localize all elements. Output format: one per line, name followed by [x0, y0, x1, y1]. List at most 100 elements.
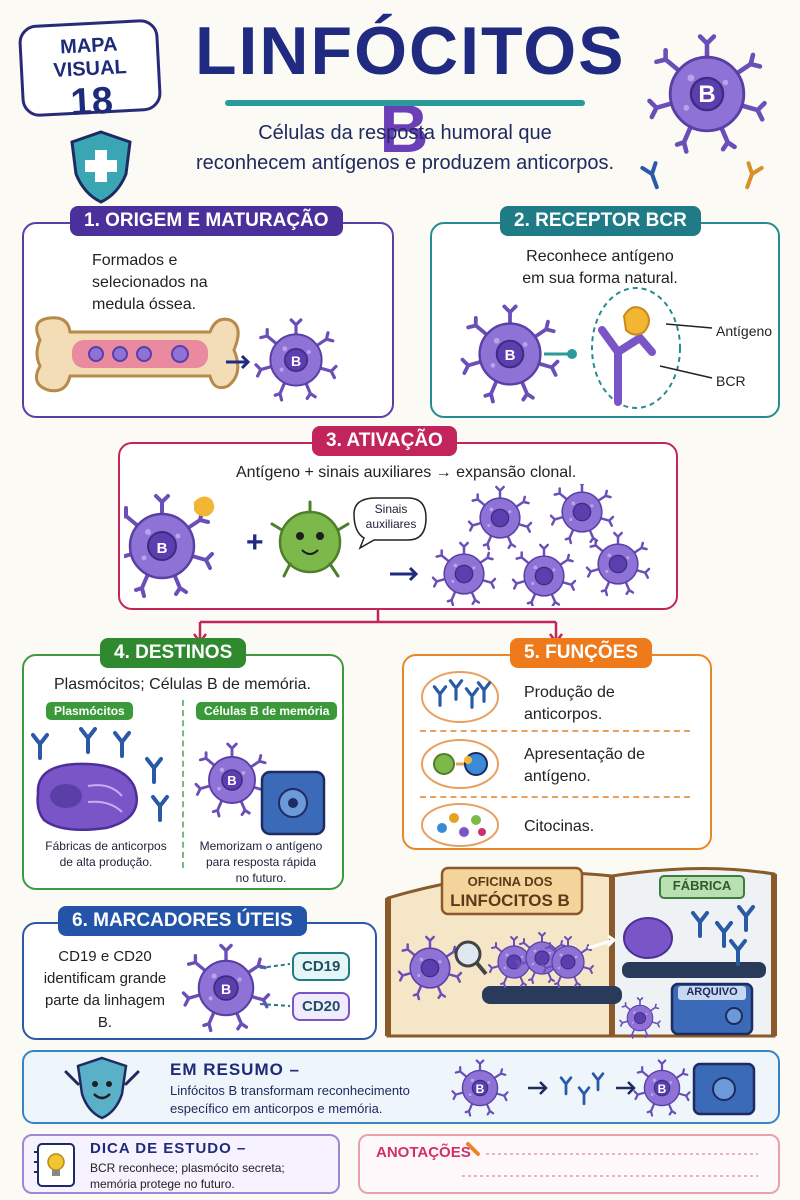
study-tip-box: [22, 1134, 340, 1194]
plus-icon: +: [246, 526, 264, 559]
cell-letter: B: [658, 1082, 667, 1096]
badge-label: MAPA VISUAL: [52, 33, 128, 82]
text-line: identificam grande: [43, 970, 167, 987]
text-line: OFICINA DOS: [467, 874, 553, 889]
text-line: em sua forma natural.: [522, 270, 678, 287]
text-line: CD19 e CD20: [58, 948, 152, 965]
factory-illustration: [385, 866, 777, 1039]
cell-letter: B: [227, 773, 236, 788]
notes-lines: [462, 1142, 758, 1177]
section-origem-title: 1. ORIGEM E MATURAÇÃO: [70, 206, 343, 236]
section-destinos-title: 4. DESTINOS: [100, 638, 247, 668]
summary-title: EM RESUMO –: [170, 1060, 301, 1079]
cell-letter: B: [476, 1082, 485, 1096]
map-number-badge: MAPA VISUAL 18: [17, 18, 163, 124]
summary-text: Linfócitos B transformam reconhecimento …: [170, 1083, 410, 1116]
memoria-label: Células B de memória: [196, 702, 338, 720]
antigen-label: Antígeno: [716, 323, 773, 339]
memoria-caption: Memorizam o antígeno para resposta rápid…: [186, 838, 336, 886]
arrow-right-icon: [616, 1081, 636, 1095]
header-b-cell-illustration: B: [640, 14, 782, 192]
text-line: parte da linhagem B.: [44, 992, 166, 1031]
text-line: Apresentação de: [524, 746, 645, 763]
destinos-illustration: B: [31, 727, 326, 836]
bubble-text: Sinais auxiliares: [358, 502, 424, 532]
title-underline: [225, 100, 585, 106]
arrow-right-icon: [226, 354, 251, 370]
text-line: Citocinas.: [524, 818, 595, 835]
factory-sign: OFICINA DOS LINFÓCITOS B: [448, 872, 572, 910]
text-line: Formados e: [92, 252, 178, 269]
cell-letter: B: [291, 353, 301, 369]
text-line: medula óssea.: [92, 296, 197, 313]
section-receptor-title: 2. RECEPTOR BCR: [500, 206, 701, 236]
cd20-tag: CD20: [292, 992, 351, 1021]
notebook-lightbulb-icon: [34, 1143, 75, 1187]
text-line: Fábricas de anticorpos: [45, 839, 167, 853]
section-origem: [22, 222, 394, 418]
section-destinos-text: Plasmócitos; Células B de memória.: [54, 676, 311, 693]
study-tip-title: DICA DE ESTUDO –: [90, 1140, 247, 1157]
cell-letter: B: [698, 81, 715, 108]
text-line: para resposta rápida: [205, 855, 317, 869]
section-marcadores-title: 6. MARCADORES ÚTEIS: [58, 906, 307, 936]
marker-cell-illustration: B: [181, 943, 291, 1033]
arrow-right-icon: [390, 566, 419, 582]
plasmocitos-caption: Fábricas de anticorpos de alta produção.: [36, 838, 176, 870]
shield-plus-icon: [70, 130, 132, 204]
text-line: Sinais: [374, 502, 408, 516]
text-line: anticorpos.: [524, 706, 603, 723]
summary-flow-illustration: B B: [451, 1059, 756, 1117]
pencil-icon: [466, 1142, 480, 1156]
section-receptor-text: Reconhece antígeno em sua forma natural.: [500, 246, 700, 290]
text-line: antígeno.: [524, 768, 591, 785]
arquivo-sign: ARQUIVO: [686, 986, 738, 998]
bone-marrow-illustration: B: [34, 316, 338, 402]
text-line: auxiliares: [365, 517, 417, 531]
notes-title: ANOTAÇÕES: [376, 1144, 471, 1161]
study-tip-text: BCR reconhece; plasmócito secreta; memór…: [90, 1161, 285, 1191]
clonal-expansion-illustration: B +: [124, 484, 651, 606]
cytokines-icon: [421, 803, 499, 847]
text-line: Memorizam o antígeno: [199, 839, 323, 853]
divider: [420, 796, 690, 798]
section-origem-text: Formados e selecionados na medula óssea.: [92, 250, 208, 316]
section-funcoes-title: 5. FUNÇÕES: [510, 638, 653, 668]
text-line: de alta produção.: [59, 855, 153, 869]
notes-box[interactable]: [358, 1134, 780, 1194]
subtitle-line: Células da resposta humoral que: [258, 122, 552, 144]
arrow-right-icon: [528, 1081, 548, 1095]
divider: [420, 730, 690, 732]
antibodies-icon: [421, 671, 499, 723]
cell-letter: B: [505, 347, 516, 364]
cell-letter: B: [221, 981, 231, 997]
plasmocitos-label: Plasmócitos: [46, 702, 133, 720]
fabrica-sign: FÁBRICA: [672, 878, 732, 893]
plasma-cell-icon: [36, 762, 139, 832]
section-receptor: [430, 222, 780, 418]
badge-number: 18: [69, 79, 114, 125]
funcao-item: Produção de anticorpos.: [524, 682, 615, 726]
bcr-illustration: B: [460, 287, 713, 409]
text-line: Reconhece antígeno: [526, 248, 674, 265]
antigen-presentation-icon: [421, 739, 499, 789]
funcao-item: Citocinas.: [524, 816, 594, 838]
text-line: selecionados na: [92, 274, 208, 291]
divider: [182, 700, 184, 868]
shield-mascot-icon: [64, 1056, 140, 1120]
cd19-tag: CD19: [292, 952, 351, 981]
section-marcadores-text: CD19 e CD20 identificam grande parte da …: [40, 946, 170, 1034]
page-title: LINFÓCITOS B: [195, 12, 624, 168]
section-ativacao-title: 3. ATIVAÇÃO: [312, 426, 457, 456]
subtitle-line: reconhecem antígenos e produzem anticorp…: [195, 152, 615, 174]
cell-letter: B: [157, 540, 168, 557]
title-main: LINFÓCITOS: [195, 13, 626, 89]
text-line: Produção de: [524, 684, 615, 701]
magnifier-icon: [454, 940, 482, 968]
section-ativacao-text: Antígeno + sinais auxiliares → expansão …: [236, 464, 577, 481]
bcr-label: BCR: [716, 373, 746, 389]
funcao-item: Apresentação de antígeno.: [524, 744, 645, 788]
text-line: LINFÓCITOS B: [450, 891, 570, 910]
page-subtitle: Células da resposta humoral que reconhec…: [190, 118, 620, 178]
text-line: no futuro.: [235, 871, 287, 885]
